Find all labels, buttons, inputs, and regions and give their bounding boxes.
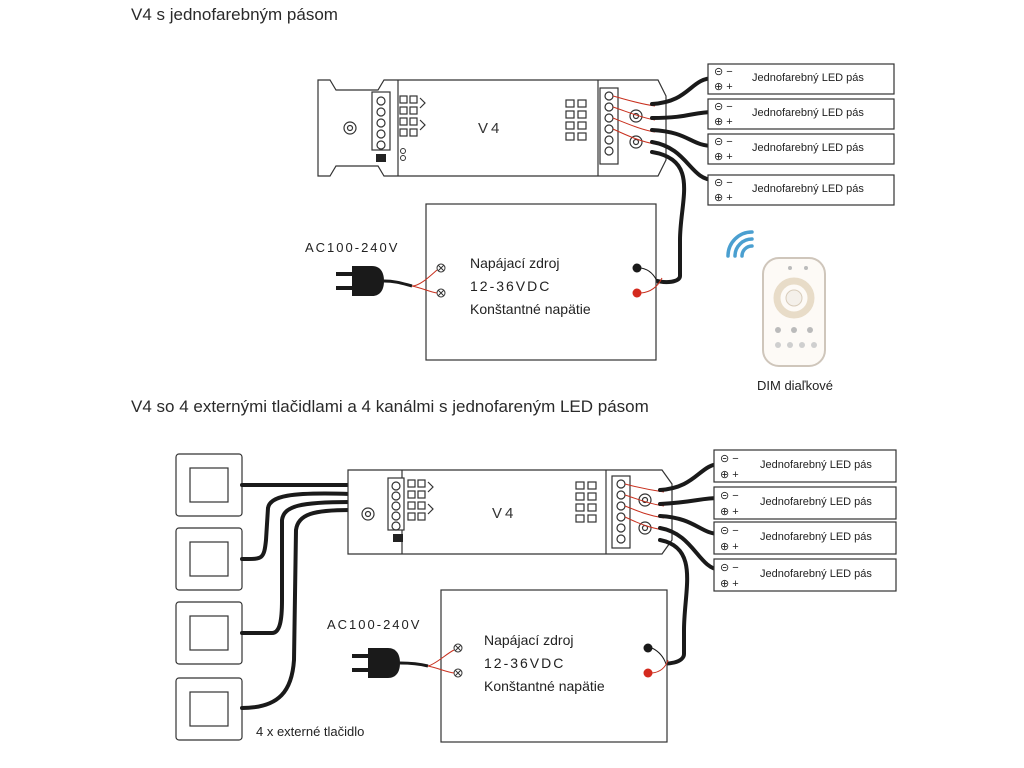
strip-label-bottom-3: Jednofarebný LED pás — [760, 531, 872, 543]
psu-text-bottom: Napájací zdroj 12-36VDC Konštantné napät… — [484, 629, 605, 698]
psu-line-2: 12-36VDC — [484, 655, 566, 671]
dc-wires-bottom — [651, 647, 669, 674]
section1-title: V4 s jednofarebným pásom — [131, 5, 338, 24]
svg-text:⊕ +: ⊕ + — [720, 469, 739, 481]
ac-label-top: AC100-240V — [305, 240, 400, 255]
svg-text:⊕ +: ⊕ + — [714, 151, 733, 163]
psu-line-1: Napájací zdroj — [470, 255, 560, 271]
dc-wires-top — [640, 267, 663, 294]
strip-label-top-4: Jednofarebný LED pás — [752, 183, 864, 195]
psu-line-3: Konštantné napätie — [484, 678, 605, 694]
svg-text:⊕ +: ⊕ + — [720, 506, 739, 518]
controller-label-top: V4 — [478, 120, 503, 137]
strip-label-bottom-1: Jednofarebný LED pás — [760, 459, 872, 471]
remote-control-icon — [762, 257, 826, 367]
svg-text:⊕ +: ⊕ + — [720, 541, 739, 553]
svg-text:⊝ −: ⊝ − — [720, 490, 739, 502]
controller-v4-bottom — [347, 469, 673, 555]
strip-terminals-bottom: ⊝ − ⊕ + ⊝ − ⊕ + ⊝ − ⊕ + ⊝ − ⊕ + — [720, 453, 739, 590]
led-strips-bottom — [713, 449, 897, 592]
power-supply-top — [425, 203, 657, 361]
power-plug-icon-top — [336, 266, 438, 296]
svg-text:⊝ −: ⊝ − — [720, 562, 739, 574]
strip-label-top-1: Jednofarebný LED pás — [752, 72, 864, 84]
wall-switch-icon-group — [175, 453, 243, 741]
controller-label-bottom: V4 — [492, 505, 517, 522]
svg-text:⊕ +: ⊕ + — [714, 192, 733, 204]
svg-text:⊝ −: ⊝ − — [720, 525, 739, 537]
controller-marks-top — [376, 148, 406, 162]
power-plug-icon-bottom — [352, 648, 455, 678]
svg-text:⊝ −: ⊝ − — [714, 177, 733, 189]
section2-title: V4 so 4 externými tlačidlami a 4 kanálmi… — [131, 397, 649, 416]
power-supply-bottom — [440, 589, 668, 743]
ac-label-bottom: AC100-240V — [327, 617, 422, 632]
controller-marks-bottom — [393, 534, 403, 542]
button-cables — [240, 483, 352, 710]
psu-line-3: Konštantné napätie — [470, 301, 591, 317]
strip-label-top-2: Jednofarebný LED pás — [752, 107, 864, 119]
svg-text:⊕ +: ⊕ + — [720, 578, 739, 590]
strip-label-bottom-2: Jednofarebný LED pás — [760, 496, 872, 508]
strip-label-bottom-4: Jednofarebný LED pás — [760, 568, 872, 580]
led-strips-top — [707, 63, 895, 206]
psu-line-1: Napájací zdroj — [484, 632, 574, 648]
strip-label-top-3: Jednofarebný LED pás — [752, 142, 864, 154]
strip-terminals-top: ⊝ − ⊕ + ⊝ − ⊕ + ⊝ − ⊕ + ⊝ − ⊕ + — [714, 66, 733, 204]
remote-label: DIM diaľkové — [757, 378, 834, 393]
svg-text:⊝ −: ⊝ − — [714, 66, 733, 78]
wifi-signal-icon — [726, 230, 754, 258]
psu-line-2: 12-36VDC — [470, 278, 552, 294]
svg-text:⊝ −: ⊝ − — [714, 136, 733, 148]
svg-text:⊕ +: ⊕ + — [714, 81, 733, 93]
buttons-label: 4 x externé tlačidlo — [256, 724, 365, 739]
svg-text:⊕ +: ⊕ + — [714, 116, 733, 128]
svg-text:⊝ −: ⊝ − — [720, 453, 739, 465]
svg-text:⊝ −: ⊝ − — [714, 101, 733, 113]
psu-text-top: Napájací zdroj 12-36VDC Konštantné napät… — [470, 252, 591, 321]
